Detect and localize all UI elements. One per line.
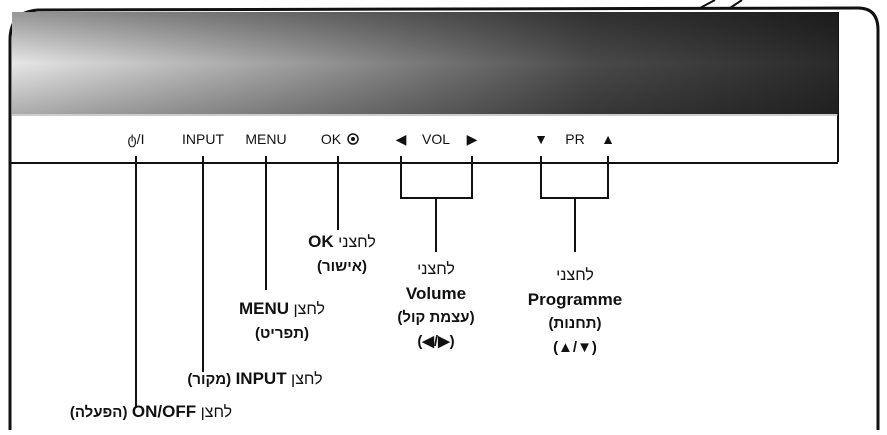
- programme-callout-prefix: לחצני: [556, 267, 594, 284]
- volume-callout-arrows: (◀/▶): [417, 333, 455, 350]
- menu-callout-key: MENU: [238, 299, 290, 318]
- pr-down-arrow-icon: ▼: [534, 131, 548, 147]
- power-callout-desc: (הפעלה): [69, 404, 128, 421]
- programme-callout-desc: (תחנות): [548, 315, 602, 332]
- power-callout: (הפעלה) ON/OFF לחצן: [16, 400, 286, 425]
- menu-callout: MENU לחצן (תפריט): [212, 297, 352, 346]
- power-button-label: ტ/I: [127, 131, 145, 147]
- input-callout-desc: (מקור): [187, 371, 232, 388]
- ok-callout-key: OK: [308, 232, 334, 251]
- volume-callout-prefix: לחצני: [417, 261, 455, 278]
- vol-right-arrow-icon: ▶: [466, 131, 478, 147]
- volume-callout-desc: (עצמת קול): [397, 309, 475, 326]
- ok-callout: OK לחצני (אישור): [282, 230, 402, 279]
- input-callout: (מקור) INPUT לחצן: [140, 367, 370, 392]
- ok-callout-prefix: לחצני: [338, 234, 376, 251]
- volume-callout: לחצני Volume (עצמת קול) (◀/▶): [376, 258, 496, 354]
- programme-callout: לחצני Programme (תחנות) (▲/▼): [505, 264, 645, 360]
- programme-callout-key: Programme: [527, 290, 623, 309]
- menu-callout-prefix: לחצן: [293, 301, 326, 318]
- vol-button-label: VOL: [421, 131, 451, 147]
- menu-callout-desc: (תפריט): [254, 325, 310, 342]
- vol-left-arrow-icon: ◀: [395, 131, 407, 147]
- menu-button-label: MENU: [245, 131, 287, 147]
- ok-button-icon: [347, 133, 359, 145]
- pr-up-arrow-icon: ▲: [601, 131, 615, 147]
- power-callout-prefix: לחצן: [200, 404, 233, 421]
- ok-callout-desc: (אישור): [316, 258, 367, 275]
- leader-volume: [400, 156, 473, 252]
- volume-callout-key: Volume: [405, 284, 467, 303]
- power-callout-key: ON/OFF: [131, 402, 197, 421]
- input-callout-key: INPUT: [235, 369, 287, 388]
- input-callout-prefix: לחצן: [291, 371, 323, 388]
- tv-stand-edge: [699, 0, 743, 9]
- tv-frame: [8, 6, 880, 430]
- input-button-label: INPUT: [182, 131, 224, 147]
- leader-programme: [540, 156, 609, 252]
- programme-callout-arrows: (▲/▼): [553, 339, 597, 356]
- screen-bar-shade: [12, 12, 838, 114]
- ok-button-label: OK: [320, 131, 342, 147]
- leader-lines: [135, 156, 609, 408]
- pr-button-label: PR: [565, 131, 585, 147]
